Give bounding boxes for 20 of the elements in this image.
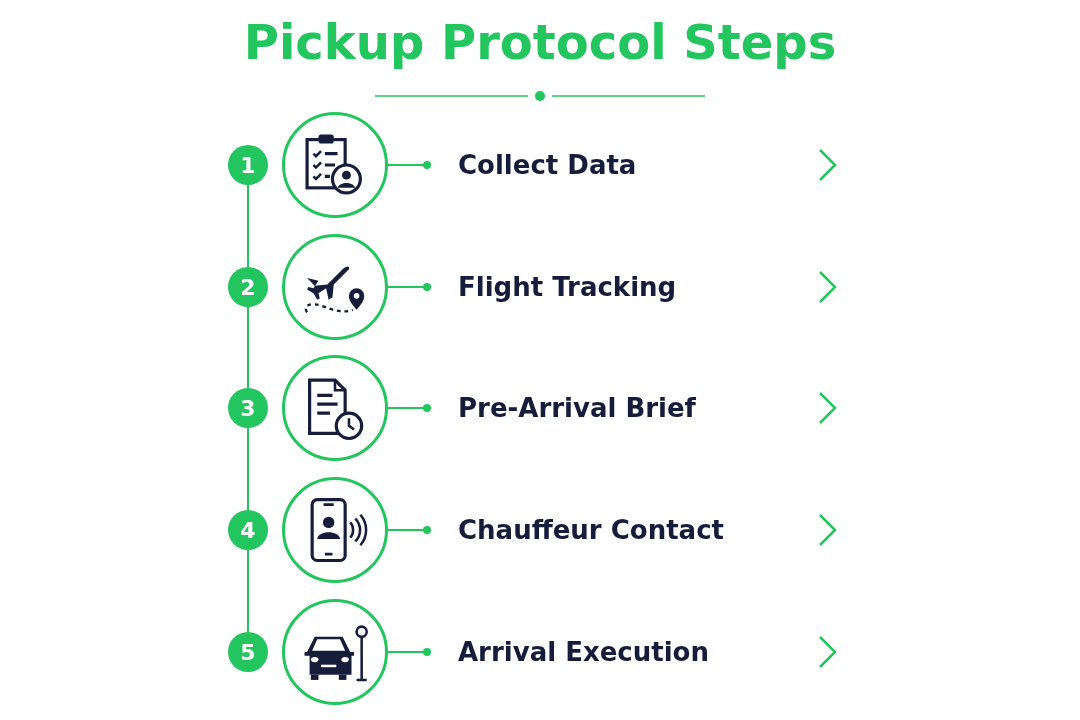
step-number-circle: 4 bbox=[228, 510, 268, 550]
dot-connector bbox=[387, 404, 431, 412]
step-number-circle: 3 bbox=[228, 388, 268, 428]
step-number-circle: 1 bbox=[228, 145, 268, 185]
dot-connector bbox=[387, 283, 431, 291]
connector-line bbox=[247, 427, 249, 511]
connector-line bbox=[247, 549, 249, 633]
dot-connector bbox=[387, 648, 431, 656]
step-title: Chauffeur Contact bbox=[458, 515, 724, 545]
step-title: Collect Data bbox=[458, 150, 637, 180]
step-title: Pre-Arrival Brief bbox=[458, 393, 696, 423]
connector-line bbox=[247, 306, 249, 389]
dot-connector bbox=[387, 161, 431, 169]
dot-connector bbox=[387, 526, 431, 534]
title: Pickup Protocol Steps bbox=[242, 14, 838, 70]
step-title: Arrival Execution bbox=[458, 637, 709, 667]
step-number-circle: 5 bbox=[228, 632, 268, 672]
connector-line bbox=[247, 184, 249, 268]
step-number-circle: 2 bbox=[228, 267, 268, 307]
step-title: Flight Tracking bbox=[458, 272, 677, 302]
